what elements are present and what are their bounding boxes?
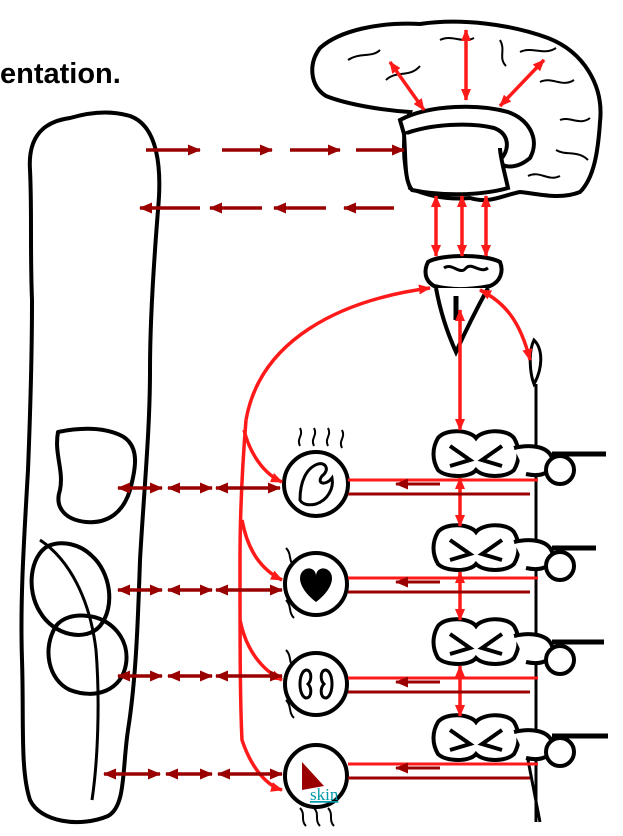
skin-icon <box>302 762 324 790</box>
organ-skin: skin <box>283 743 349 827</box>
kidneys-icon <box>298 668 334 700</box>
brain-icon <box>310 19 603 203</box>
body-outline <box>19 110 162 824</box>
diagram-title-fragment: entation. <box>0 58 121 90</box>
heart-icon <box>300 568 332 602</box>
organ-stomach <box>282 427 350 518</box>
curved-arrows-to-organs <box>238 284 431 792</box>
organ-heart <box>283 547 349 619</box>
cns-arrows <box>388 29 546 717</box>
spinal-segment-1 <box>431 429 606 486</box>
corpus-callosum <box>397 104 536 169</box>
inner-organ-lower <box>46 613 129 696</box>
spinal-segment-4 <box>431 713 608 768</box>
spinal-segment-3 <box>431 617 604 676</box>
spinal-segment-2 <box>431 523 596 582</box>
stomach-icon <box>298 462 334 507</box>
body-brain-arrows <box>139 144 405 214</box>
inner-organ-middle <box>29 541 112 637</box>
inner-organ-upper <box>55 426 138 525</box>
organ-body-arrows <box>103 482 283 780</box>
skin-label: skin <box>310 785 339 804</box>
brainstem <box>423 254 504 357</box>
medulla <box>434 287 490 357</box>
organ-spinal-pathways <box>348 478 538 780</box>
organ-kidneys <box>283 649 349 719</box>
